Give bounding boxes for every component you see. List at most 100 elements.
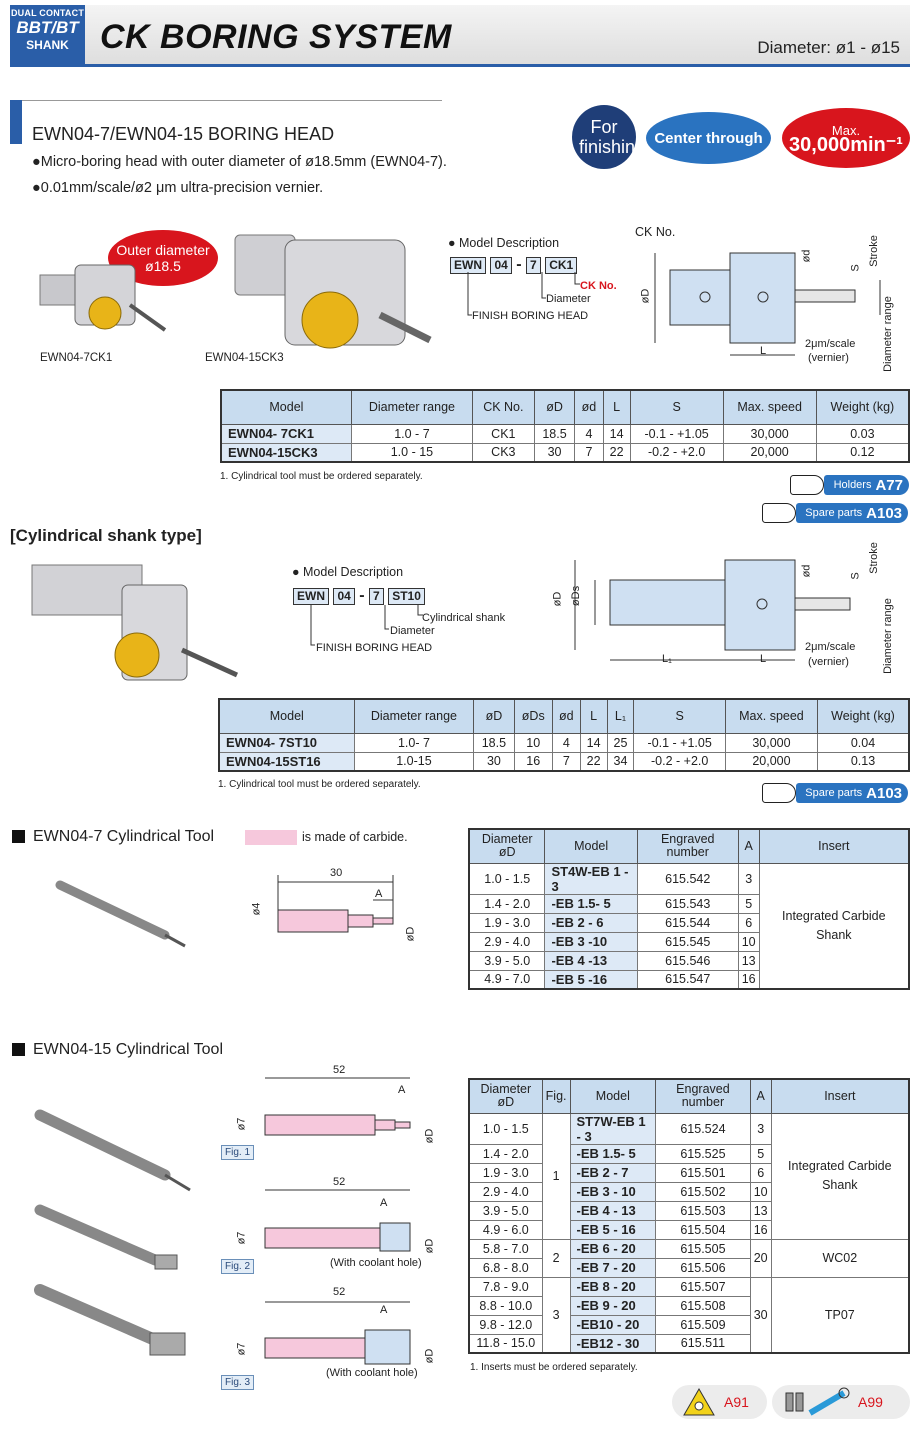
tool-image-ewn04-7	[55, 880, 186, 948]
table-cell: -0.2 - +2.0	[633, 751, 726, 772]
dim-a: A	[380, 1197, 388, 1209]
fig-cell: 2	[541, 1238, 571, 1278]
table-cell: 3.9 - 5.0	[468, 950, 546, 971]
column-header: Insert	[770, 1078, 910, 1114]
diagram-label-scale: 2μm/scale	[805, 338, 856, 350]
table-note: 1. Cylindrical tool must be ordered sepa…	[218, 779, 421, 790]
dim-a: A	[375, 888, 383, 900]
table-cell: 18.5	[533, 423, 576, 444]
column-header: Engraved number	[655, 1078, 751, 1114]
section-title: EWN04-15 Cylindrical Tool	[33, 1041, 223, 1058]
table-cell: 3	[749, 1112, 772, 1145]
table-cell: EWN04- 7ST10	[218, 732, 355, 753]
center-through-badge: Center through	[646, 112, 771, 164]
table-cell: 5	[737, 893, 760, 914]
fig-cell: 1	[541, 1112, 571, 1240]
table-cell: -EB 7 - 20	[569, 1257, 657, 1278]
column-header: ød	[574, 389, 604, 425]
diagram-label-stroke: Stroke	[867, 542, 880, 574]
column-header: L	[579, 698, 608, 734]
figure-label: Fig. 3	[221, 1375, 255, 1390]
column-header: Model	[544, 828, 638, 864]
callout-text: Outer diameter	[116, 242, 210, 258]
diagram-label-s: S	[849, 264, 862, 272]
table-cell: 615.509	[655, 1314, 751, 1335]
tool-drawing-ewn04-7	[277, 875, 394, 933]
shank-type-tag: DUAL CONTACT BBT/BT SHANK	[10, 5, 85, 67]
table-cell: 615.525	[655, 1143, 751, 1164]
dim-length: 52	[333, 1176, 346, 1188]
pointing-hand-icon	[762, 783, 796, 803]
table-cell: 1.4 - 2.0	[468, 893, 546, 914]
a-cell: 20	[749, 1238, 772, 1278]
column-header: A	[737, 828, 760, 864]
column-header: L	[602, 389, 631, 425]
table-cell: 4.9 - 7.0	[468, 969, 546, 990]
dim-shank-diameter: ø7	[235, 1342, 248, 1356]
table-cell: ST4W-EB 1 - 3	[544, 862, 638, 895]
diagram-label-oD: øD	[639, 288, 652, 304]
spare-parts-page-ref[interactable]: A99	[772, 1385, 910, 1419]
diagram-label-l1: L₁	[662, 653, 672, 665]
model-code-type-label: FINISH BORING HEAD	[316, 642, 433, 654]
dim-bore-diameter: øD	[423, 1128, 436, 1144]
model-code-type-label: FINISH BORING HEAD	[472, 310, 589, 322]
ref-page: A77	[875, 476, 903, 494]
model-code-part: ST10	[388, 588, 425, 605]
table-cell: CK1	[472, 423, 535, 444]
table-cell: 11.8 - 15.0	[468, 1333, 543, 1354]
table-note: 1. Inserts must be ordered separately.	[470, 1362, 638, 1373]
fig-cell: 3	[541, 1276, 571, 1354]
model-code-shank-label: Cylindrical shank	[422, 612, 506, 624]
table-cell: 615.543	[636, 893, 739, 914]
diagram-label-vernier: (vernier)	[808, 352, 849, 364]
insert-triangle-icon	[683, 1387, 715, 1416]
table-cell: 1.0 - 15	[350, 442, 474, 463]
model-code-part: CK1	[545, 257, 578, 274]
diagram-label-od: ød	[800, 564, 813, 578]
table-cell: 10	[749, 1181, 772, 1202]
badge-text: For finishing	[579, 117, 646, 157]
coolant-note: (With coolant hole)	[330, 1257, 422, 1269]
table-cell: 6	[737, 912, 760, 933]
carbide-note: is made of carbide.	[302, 830, 408, 844]
table-cell: 7	[551, 751, 581, 772]
section-title: [Cylindrical shank type]	[10, 526, 202, 545]
model-code-dash: -	[359, 587, 365, 604]
table-cell: 30	[533, 442, 576, 463]
table-cell: 615.503	[655, 1200, 751, 1221]
diagram-label-stroke: Stroke	[867, 235, 880, 267]
dim-a: A	[398, 1084, 406, 1096]
table-cell: 22	[602, 442, 631, 463]
table-cell: EWN04- 7CK1	[220, 423, 352, 444]
table-cell: 30,000	[724, 732, 818, 753]
table-cell: -EB10 - 20	[569, 1314, 657, 1335]
model-description-label: ● Model Description	[292, 565, 404, 579]
table-cell: 615.501	[655, 1162, 751, 1183]
table-cell: -0.1 - +1.05	[629, 423, 724, 444]
table-cell: 1.0 - 1.5	[468, 862, 546, 895]
table-cell: 6	[749, 1162, 772, 1183]
badge-speed: 30,000min⁻¹	[789, 134, 903, 156]
tool-images-ewn04-15	[34, 1109, 191, 1356]
table-cell: -EB 2 - 6	[544, 912, 638, 933]
table-cell: 615.508	[655, 1295, 751, 1316]
section-title: EWN04-7 Cylindrical Tool	[33, 828, 215, 845]
dim-bore-diameter: øD	[423, 1348, 436, 1364]
column-header: S	[629, 389, 724, 425]
insert-page-ref[interactable]: A91	[672, 1385, 767, 1419]
diagram-label-oDs: øDs	[570, 585, 583, 607]
diagram-label-vernier: (vernier)	[808, 656, 849, 668]
